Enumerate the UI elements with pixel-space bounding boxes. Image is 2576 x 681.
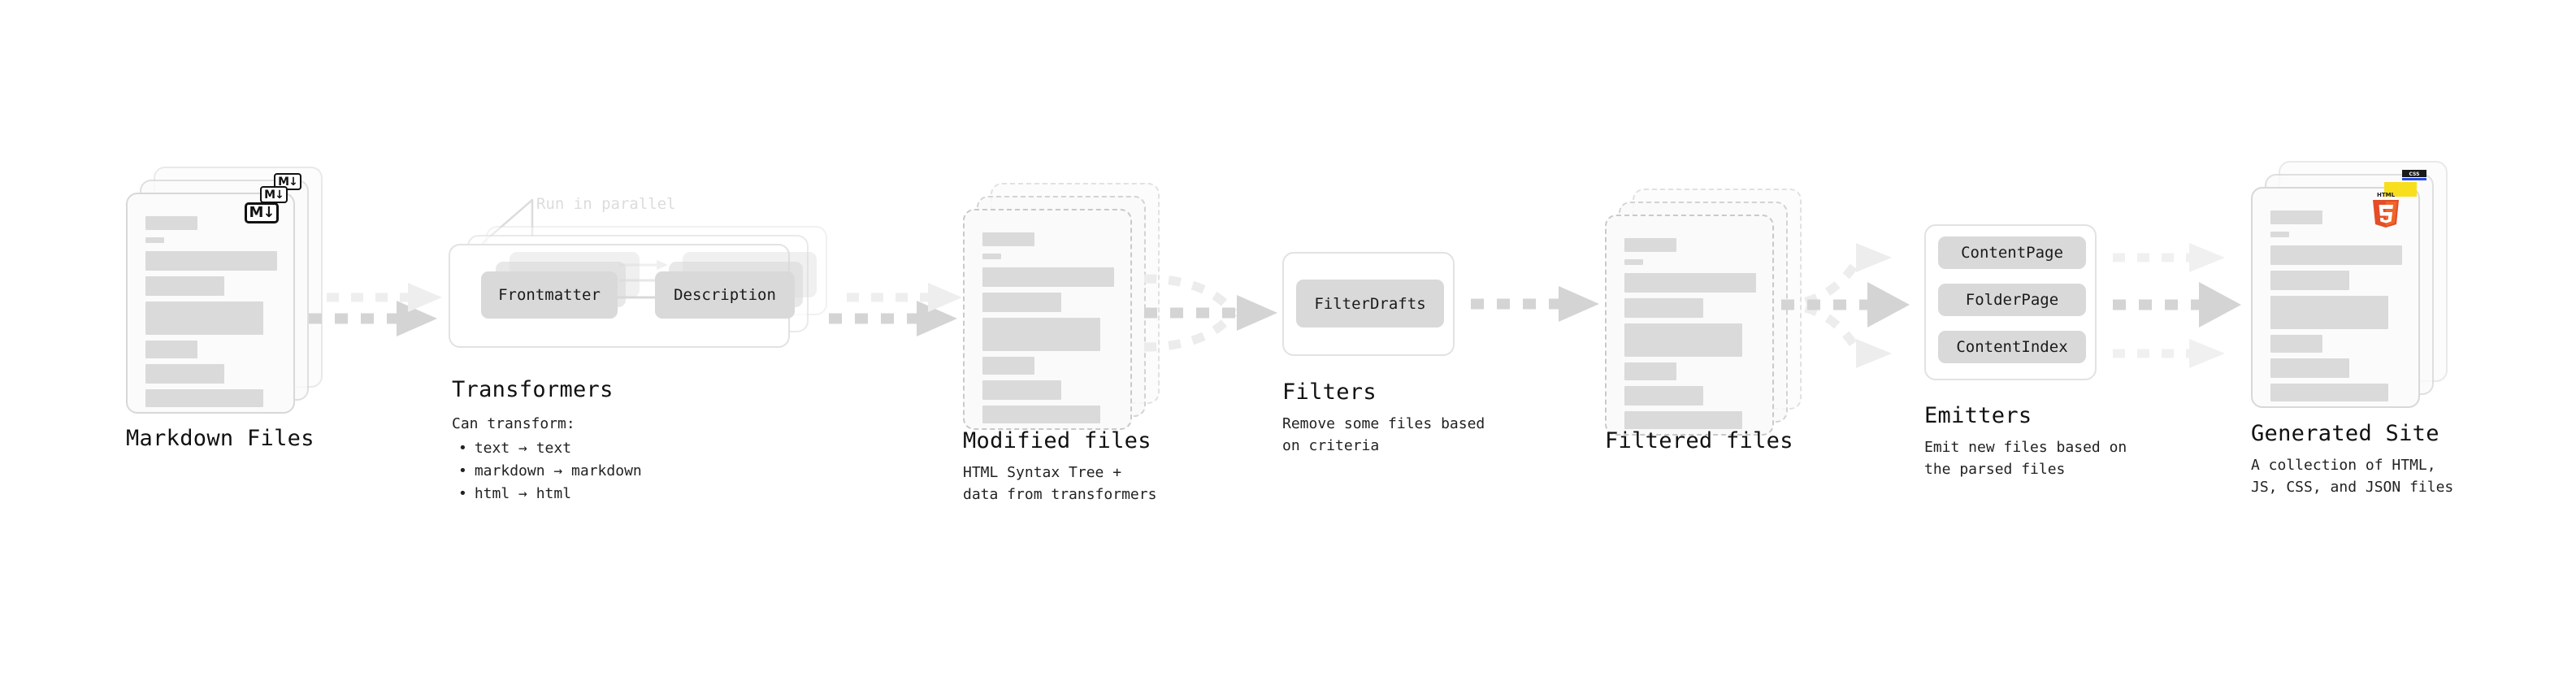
skeleton-bar [982,357,1034,375]
skeleton-bar [1624,259,1643,265]
connector-filtered-to-emitters [1780,243,1910,368]
skeleton-bar [1624,411,1742,429]
generated-site-title: Generated Site [2251,421,2439,446]
connector-filters-to-filtered [1471,286,1599,322]
transformers-bullets-lead: Can transform: [452,415,575,432]
connector-markdown-to-transformers [309,283,442,336]
emitters-title: Emitters [1924,403,2032,428]
filters-group: FilterDrafts [1282,252,1455,356]
skeleton-bar [982,254,1001,259]
skeleton-bar [1624,323,1742,357]
modified-files-skeleton [963,209,1132,430]
skeleton-bar [982,318,1100,351]
skeleton-bar [982,267,1114,287]
run-in-parallel-label: Run in parallel [536,195,676,213]
svg-text:CSS: CSS [2409,171,2420,177]
skeleton-bar [1624,362,1676,380]
skeleton-bar [145,340,197,358]
skeleton-bar [145,216,197,230]
connector-emitters-to-site [2113,243,2241,368]
modified-files-title: Modified files [963,428,1151,453]
skeleton-bar [145,364,224,384]
skeleton-bar [145,301,263,335]
transformers-title: Transformers [452,377,614,402]
generated-site-description: A collection of HTML, JS, CSS, and JSON … [2251,457,2454,496]
skeleton-bar [1624,386,1703,406]
html5-icon: HTML [2370,190,2402,228]
transformers-bullet: markdown → markdown [452,460,642,483]
transformer-pill-description[interactable]: Description [655,271,795,319]
modified-files-description: HTML Syntax Tree + data from transformer… [963,464,1157,503]
skeleton-bar [982,232,1034,246]
connector-transformers-to-modified [829,283,962,336]
skeleton-bar [2270,335,2322,353]
skeleton-bar [2270,271,2349,290]
markdown-files-skeleton: M↓ [126,193,295,414]
skeleton-bar [2270,245,2402,265]
skeleton-bar [982,293,1061,312]
skeleton-bar [145,251,277,271]
transformers-bullet: html → html [452,483,642,505]
filtered-files-skeleton [1605,215,1774,436]
skeleton-bar [982,380,1061,400]
emitter-pill-folderpage[interactable]: FolderPage [1938,284,2086,316]
transformers-bullet: text → text [452,437,642,460]
skeleton-bar [145,237,164,243]
skeleton-bar [1624,273,1756,293]
transformers-group: Frontmatter Description [449,226,830,348]
markdown-icon-back: M↓ [274,173,301,190]
emitters-description: Emit new files based on the parsed files [1924,439,2127,478]
skeleton-bar [1624,298,1703,318]
css3-icon: CSS [2398,169,2431,180]
generated-site-skeleton: HTML [2251,187,2420,408]
skeleton-bar [2270,232,2289,237]
transformers-bullets: Can transform: text → text markdown → ma… [452,413,642,505]
markdown-files-title: Markdown Files [126,426,314,451]
skeleton-bar [145,389,263,407]
filters-description: Remove some files based on criteria [1282,415,1485,454]
emitters-group: ContentPage FolderPage ContentIndex [1924,224,2097,380]
skeleton-bar [982,406,1100,423]
connector-modified-to-filters [1143,274,1277,352]
transformer-pill-frontmatter[interactable]: Frontmatter [481,271,618,319]
skeleton-bar [145,276,224,296]
skeleton-bar [2270,210,2322,224]
skeleton-bar [2270,384,2388,401]
markdown-icon: M↓ [245,202,279,223]
svg-text:HTML: HTML [2377,192,2396,198]
filtered-files-title: Filtered files [1605,428,1793,453]
filter-pill-filterdrafts[interactable]: FilterDrafts [1296,280,1444,327]
filters-title: Filters [1282,380,1377,405]
emitter-pill-contentindex[interactable]: ContentIndex [1938,331,2086,363]
skeleton-bar [2270,358,2349,378]
skeleton-bar [1624,238,1676,252]
js-icon [2384,182,2417,197]
emitter-pill-contentpage[interactable]: ContentPage [1938,236,2086,269]
skeleton-bar [2270,296,2388,329]
